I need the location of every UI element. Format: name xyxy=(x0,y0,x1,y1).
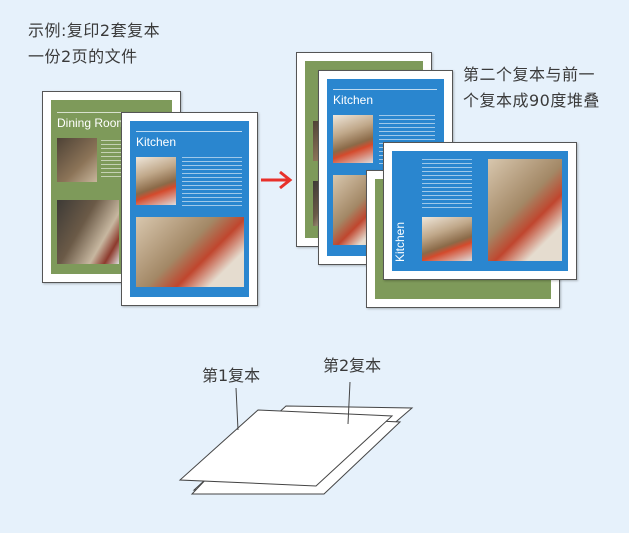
dining-photo-1 xyxy=(57,138,97,182)
intro-caption: 示例:复印2套复本 一份2页的文件 xyxy=(28,18,160,70)
copy-2-label: 第2复本 xyxy=(323,356,382,375)
dining-photo-2 xyxy=(57,200,119,264)
intro-line-2: 一份2页的文件 xyxy=(28,47,138,66)
intro-line-1: 示例:复印2套复本 xyxy=(28,21,161,40)
page-2-title: Kitchen xyxy=(136,135,177,149)
rotated-page-title: Kitchen xyxy=(393,221,408,263)
rotated-blue-panel: Kitchen xyxy=(392,151,568,271)
copy-2-leader xyxy=(347,381,351,425)
copy-1-sheet-top xyxy=(178,409,394,487)
rotated-text-block xyxy=(422,159,472,211)
rotated-note-line-2: 个复本成90度堆叠 xyxy=(463,91,600,110)
page-1-title: Dining Room xyxy=(57,116,127,130)
original-page-2: Kitchen xyxy=(121,112,258,306)
page-1-title-rule xyxy=(57,112,165,113)
page-2-text-block xyxy=(182,157,242,207)
rotated-page-kitchen: Kitchen xyxy=(383,142,577,280)
red-arrow-icon xyxy=(261,170,293,190)
copy-1-label: 第1复本 xyxy=(202,366,261,385)
rotated-stack-caption: 第二个复本与前一 个复本成90度堆叠 xyxy=(463,62,600,114)
stacked-kitchen-photo-1 xyxy=(333,115,373,163)
blue-layout-panel: Kitchen xyxy=(130,121,249,297)
sheet-stack-diagram xyxy=(178,381,414,495)
stacked-page-title: Kitchen xyxy=(333,93,374,107)
kitchen-photo-2 xyxy=(136,217,244,287)
stacked-title-rule xyxy=(333,89,437,90)
copy-1-leader xyxy=(235,387,239,431)
rotated-kitchen-photo-1 xyxy=(422,217,472,261)
rotated-kitchen-photo-2 xyxy=(488,159,562,261)
rotated-note-line-1: 第二个复本与前一 xyxy=(463,65,596,84)
page-2-title-rule xyxy=(136,131,242,132)
kitchen-photo-1 xyxy=(136,157,176,205)
